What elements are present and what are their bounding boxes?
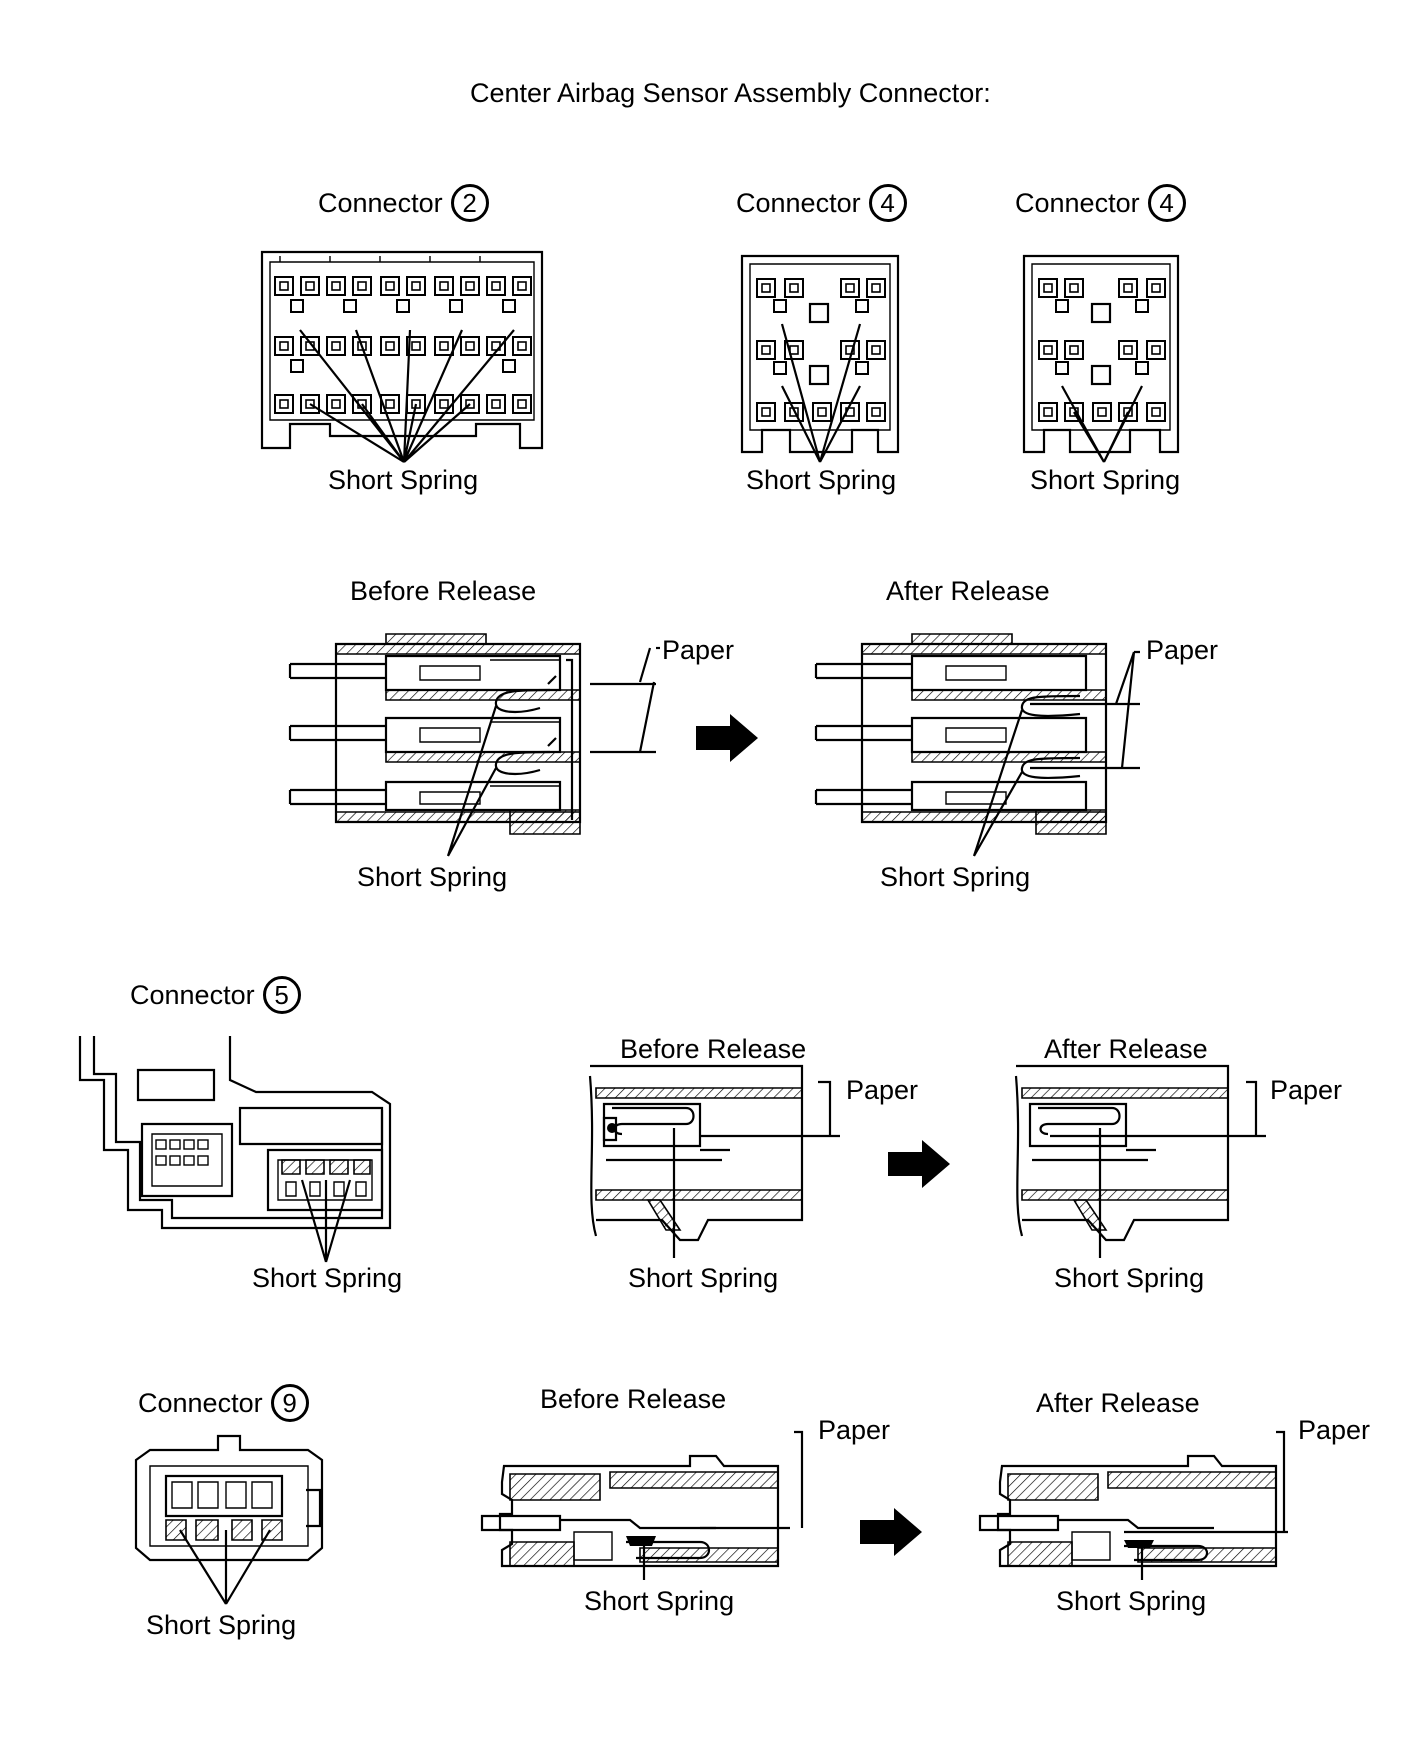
paper-label: Paper <box>1298 1415 1371 1445</box>
section2-after-drawing <box>814 633 1140 857</box>
connector-label: Connector <box>138 1387 263 1418</box>
release-arrow-icon <box>696 714 758 762</box>
section5-after-drawing <box>1014 1064 1266 1258</box>
paper-label: Paper <box>846 1075 919 1105</box>
release-arrow-icon <box>860 1508 922 1556</box>
connector-5-heading: Connector 5 <box>130 976 301 1014</box>
short-spring-label: Short Spring <box>1030 465 1181 495</box>
connector-label: Connector <box>318 187 443 218</box>
paper-label: Paper <box>1270 1075 1343 1105</box>
after-release-label: After Release <box>1036 1388 1200 1418</box>
connector-number-badge: 4 <box>1147 184 1186 222</box>
short-spring-label: Short Spring <box>880 862 1031 892</box>
short-spring-label: Short Spring <box>1056 1586 1207 1616</box>
after-release-label: After Release <box>886 576 1050 606</box>
short-spring-label: Short Spring <box>1054 1263 1205 1293</box>
before-release-label: Before Release <box>350 576 537 606</box>
page-title: Center Airbag Sensor Assembly Connector: <box>470 78 991 108</box>
paper-label: Paper <box>1146 635 1219 665</box>
connector-9-heading: Connector 9 <box>138 1384 309 1422</box>
short-spring-label: Short Spring <box>252 1263 403 1293</box>
short-spring-label: Short Spring <box>328 465 479 495</box>
section9-before-drawing <box>480 1430 804 1580</box>
section9-after-drawing <box>978 1430 1288 1580</box>
connector-5-face <box>78 1036 392 1263</box>
short-spring-label: Short Spring <box>628 1263 779 1293</box>
paper-label: Paper <box>662 635 735 665</box>
connector-9-face <box>134 1434 324 1605</box>
connector-number-badge: 4 <box>868 184 907 222</box>
short-spring-label: Short Spring <box>746 465 897 495</box>
short-spring-label: Short Spring <box>357 862 508 892</box>
connector-number-badge: 5 <box>262 976 301 1014</box>
connector-4a-heading: Connector 4 <box>736 184 907 222</box>
short-spring-label: Short Spring <box>146 1610 297 1640</box>
before-release-label: Before Release <box>540 1384 727 1414</box>
connector-number-badge: 9 <box>270 1384 309 1422</box>
section5-before-drawing <box>588 1064 840 1258</box>
connector-2-face <box>260 250 544 463</box>
connector-4b-face <box>1022 254 1180 463</box>
after-release-label: After Release <box>1044 1034 1208 1064</box>
short-spring-label: Short Spring <box>584 1586 735 1616</box>
connector-2-heading: Connector 2 <box>318 184 489 222</box>
before-release-label: Before Release <box>620 1034 807 1064</box>
paper-label: Paper <box>818 1415 891 1445</box>
connector-label: Connector <box>736 187 861 218</box>
release-arrow-icon <box>888 1140 950 1188</box>
connector-number-badge: 2 <box>450 184 489 222</box>
connector-4a-face <box>740 254 900 463</box>
connector-4b-heading: Connector 4 <box>1015 184 1186 222</box>
section2-before-drawing <box>288 633 660 857</box>
connector-label: Connector <box>1015 187 1140 218</box>
connector-label: Connector <box>130 979 255 1010</box>
